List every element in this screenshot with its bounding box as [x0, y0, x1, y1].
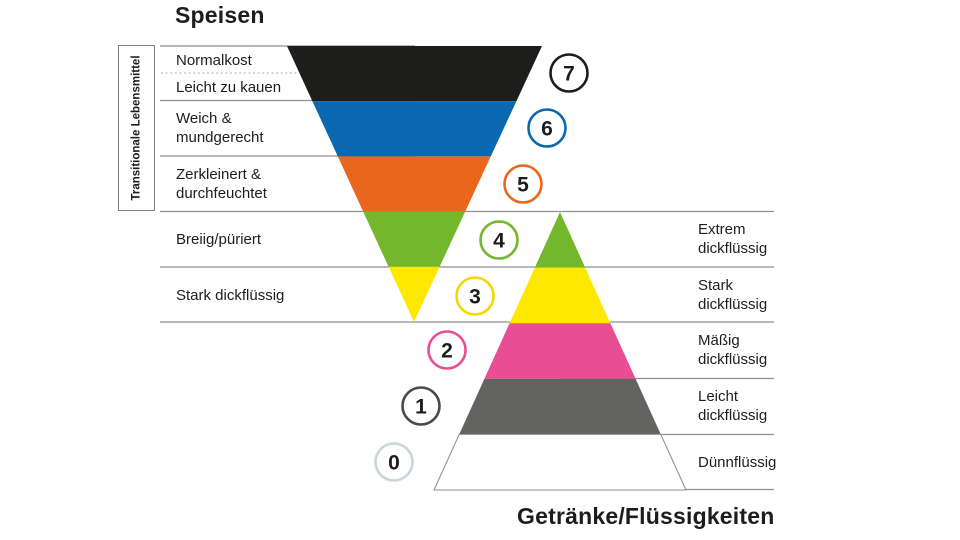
getraenke-level-4-band: [534, 212, 586, 268]
speisen-level-6-band: [312, 101, 517, 157]
level-2-circle: [427, 330, 467, 370]
drinks-label-level-2: Mäßig dickflüssig: [698, 332, 768, 368]
level-2-number: 2: [441, 340, 453, 363]
foods-label-normalkost: Normalkost: [176, 52, 252, 69]
level-5-number: 5: [517, 174, 529, 197]
foods-label-level-5: Zerkleinert & durchfeuchtet: [176, 166, 267, 202]
transitional-foods-box: Transitionale Lebensmittel: [118, 45, 155, 211]
drinks-label-level-3: Stark dickflüssig: [698, 277, 768, 313]
speisen-level-5-band: [337, 156, 491, 212]
drinks-label-level-1: Leicht dickflüssig: [698, 388, 768, 424]
getraenke-level-0-band: [433, 433, 687, 491]
getraenke-level-2-band: [484, 323, 636, 379]
speisen-level-4-band: [363, 211, 466, 267]
level-0-circle: [374, 442, 414, 482]
level-6-number: 6: [541, 118, 553, 141]
speisen-level-3-band: [388, 266, 440, 322]
getraenke-level-3-band: [509, 267, 611, 324]
level-7-number: 7: [563, 63, 575, 86]
speisen-level-7-band: [287, 46, 542, 102]
level-4-circle: [479, 220, 519, 260]
drinks-label-level-4: Extrem dickflüssig: [698, 221, 768, 257]
level-1-number: 1: [415, 396, 427, 419]
level-6-circle: [527, 108, 567, 148]
drinks-label-level-0: Dünnflüssig: [698, 454, 777, 471]
level-5-circle: [503, 164, 543, 204]
transitional-foods-label: Transitionale Lebensmittel: [130, 55, 143, 201]
level-3-circle: [455, 276, 495, 316]
level-4-number: 4: [493, 230, 505, 253]
foods-label-level-4: Breiig/püriert: [176, 231, 262, 248]
level-1-circle: [401, 386, 441, 426]
drinks-title: Getränke/Flüssigkeiten: [517, 503, 775, 529]
level-7-circle: [549, 53, 589, 93]
getraenke-level-1-band: [459, 378, 661, 435]
level-3-number: 3: [469, 286, 481, 309]
foods-label-level-3: Stark dickflüssig: [176, 287, 285, 304]
foods-label-leicht-zu-kauen: Leicht zu kauen: [176, 79, 282, 96]
level-0-number: 0: [388, 452, 400, 475]
foods-label-level-6: Weich & mundgerecht: [176, 110, 264, 146]
foods-title: Speisen: [175, 2, 265, 28]
